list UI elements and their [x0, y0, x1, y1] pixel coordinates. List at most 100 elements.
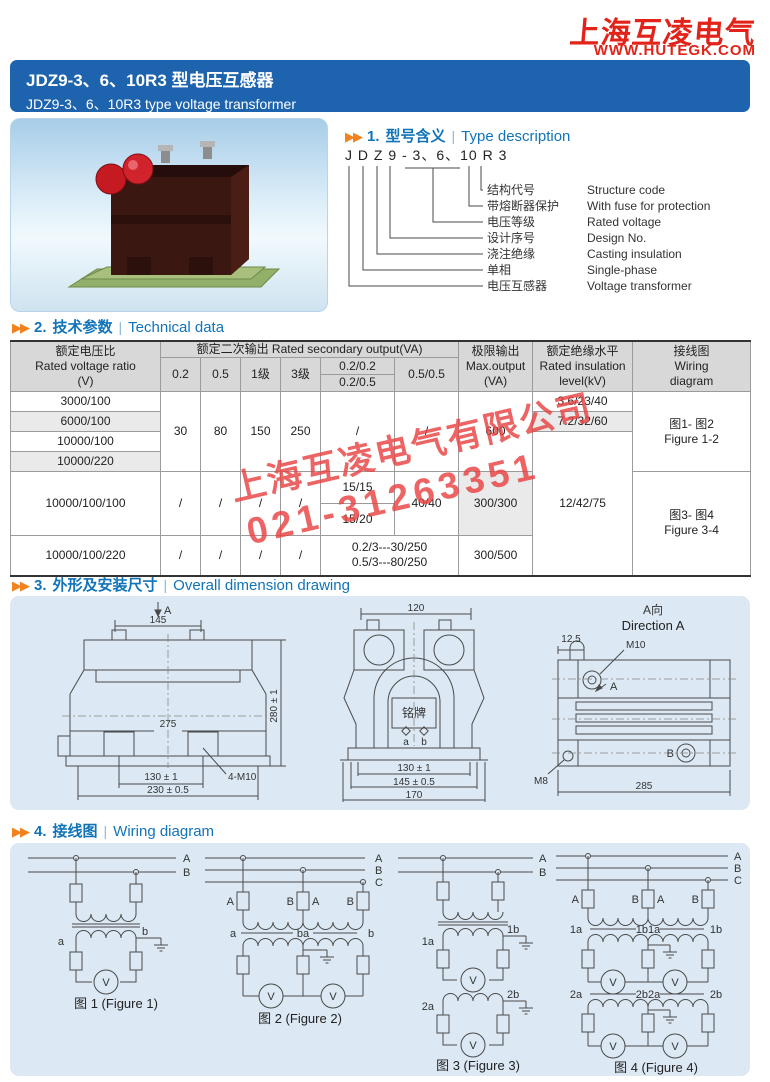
- fig1-bus-a: A: [183, 853, 191, 865]
- fig2-fuse-a2: A: [312, 896, 320, 908]
- section-arrows-icon: ▶▶: [12, 824, 30, 839]
- header-max-unit: (VA): [484, 374, 508, 388]
- col-header-insulation: 额定绝缘水平 Rated insulation level(kV): [532, 340, 634, 392]
- fig4-bus-a: A: [734, 851, 742, 863]
- voltmeter-label: V: [469, 975, 477, 987]
- technical-data-table: 额定电压比 Rated voltage ratio (V) 额定二次输出 Rat…: [10, 340, 752, 577]
- section-1-number: 1.: [367, 128, 380, 145]
- cell-slash: /: [200, 535, 241, 576]
- cell-ratio: 6000/100: [10, 411, 161, 432]
- website-link[interactable]: WWW.HUTEGK.COM: [593, 42, 756, 59]
- section-4-title-en: Wiring diagram: [113, 823, 215, 840]
- voltmeter-label: V: [671, 1041, 679, 1053]
- dim-145: 145 ± 0.5: [393, 777, 435, 788]
- fig4-terminal-1b: 1b: [710, 924, 722, 936]
- page-title-en: JDZ9-3、6、10R3 type voltage transformer: [26, 96, 296, 112]
- section-2-number: 2.: [34, 319, 47, 336]
- fig4-terminal-2a: 2a: [570, 989, 583, 1001]
- header-ratio-en: Rated voltage ratio: [35, 359, 136, 373]
- label-cn: 带熔断器保护: [487, 198, 559, 213]
- section-3-number: 3.: [34, 577, 47, 594]
- label-cn: 电压互感器: [487, 278, 547, 293]
- fig1-terminal-a: a: [58, 936, 65, 948]
- section-2-title-en: Technical data: [128, 319, 225, 336]
- wiring-ref-en: Figure 3-4: [664, 523, 719, 538]
- label-cn: 设计序号: [487, 230, 535, 245]
- cell-out-0.5: 80: [200, 391, 241, 472]
- side-view-lines: [340, 608, 488, 802]
- label-en: Rated voltage: [587, 215, 661, 229]
- subcol-0.5-0.5: 0.5/0.5: [393, 357, 460, 392]
- mixed-output-line1: 0.2/3---30/250: [351, 540, 428, 555]
- cell-out-3: 250: [280, 391, 321, 472]
- fig2-bus-a: A: [375, 853, 383, 865]
- fig4-fuse-b2: B: [692, 894, 699, 906]
- header-ins-cn: 额定绝缘水平: [546, 344, 619, 358]
- voltmeter-label: V: [267, 991, 275, 1003]
- fig4-terminal-2b2a: 2b2a: [636, 989, 661, 1001]
- voltmeter-label: V: [671, 977, 679, 989]
- fig3-lines: [398, 855, 533, 1058]
- dim-170: 170: [406, 790, 423, 801]
- fig2-fuse-b2: B: [347, 896, 354, 908]
- voltmeter-label: V: [102, 977, 110, 989]
- fig3-caption: 图 3 (Figure 3): [436, 1058, 520, 1073]
- section-arrows-icon: ▶▶: [345, 129, 363, 144]
- fig2-fuse-a: A: [227, 896, 235, 908]
- subcol-0.5: 0.5: [200, 357, 241, 392]
- section-2-title-cn: 技术参数: [52, 319, 113, 336]
- fig4-fuse-a2: A: [657, 894, 665, 906]
- wiring-ref-en: Figure 1-2: [664, 431, 719, 446]
- fig4-caption: 图 4 (Figure 4): [614, 1060, 698, 1075]
- transformer-illustration: [67, 141, 281, 288]
- model-labels: 结构代号 Structure code 带熔断器保护 With fuse for…: [487, 182, 710, 293]
- subcol-0.2: 0.2: [160, 357, 201, 392]
- voltmeter-label: V: [609, 977, 617, 989]
- section-3-heading: ▶▶ 3. 外形及安装尺寸 | Overall dimension drawin…: [12, 574, 350, 595]
- label-en: Single-phase: [587, 263, 657, 277]
- header-max-cn: 极限输出: [471, 344, 520, 358]
- heading-separator: |: [118, 319, 123, 335]
- dim-280: 280 ± 1: [269, 689, 280, 723]
- fig3-terminal-1b: 1b: [507, 924, 519, 936]
- nameplate-label: 铭牌: [402, 705, 426, 720]
- dim-130: 130 ± 1: [144, 772, 178, 783]
- header-ins-en: Rated insulation: [539, 359, 626, 373]
- label-cn: 浇注绝缘: [487, 246, 535, 261]
- subcol-split: 0.2/0.2 0.2/0.5: [320, 357, 395, 392]
- cell-40-40: 40/40: [393, 471, 460, 536]
- table-row: 10000/100/220 / / / / 0.2/3---30/250 0.5…: [10, 535, 751, 576]
- cell-wiring-ref: 图3- 图4 Figure 3-4: [632, 471, 752, 576]
- dim-120: 120: [408, 603, 425, 614]
- front-view-lines: [57, 602, 286, 800]
- fig4-bus-b: B: [734, 863, 741, 875]
- wiring-figure-2: A B C A B A B a ba b V V 图 2 (Figure 2): [205, 853, 383, 1026]
- cell-15-15: 15/15: [320, 471, 395, 504]
- label-cn: 结构代号: [487, 182, 535, 197]
- cell-insulation: 3.6/23/40: [532, 391, 634, 412]
- cell-slash: /: [240, 471, 281, 536]
- product-photo-panel: [10, 118, 328, 312]
- type-description-diagram: J D Z 9 - 3、6、10 R 3 结构代号 Structure code…: [345, 147, 710, 293]
- section-4-title-cn: 接线图: [52, 823, 98, 840]
- dim-12.5: 12.5: [561, 634, 581, 645]
- cell-max-output: 300/300: [458, 471, 534, 536]
- fig3-terminal-2b: 2b: [507, 989, 519, 1001]
- section-1-title-cn: 型号含义: [385, 128, 446, 145]
- voltmeter-label: V: [469, 1040, 477, 1052]
- cell-max-output: 600: [458, 391, 534, 472]
- wiring-figure-4: A B C A B A B 1a 1b1a 1b 2a 2b2a 2b V V …: [556, 851, 742, 1075]
- fig4-fuse-a: A: [572, 894, 580, 906]
- model-code: J D Z 9 - 3、6、10 R 3: [345, 147, 507, 163]
- wiring-ref-cn: 图1- 图2: [669, 416, 714, 431]
- fig4-terminal-1b1a: 1b1a: [636, 924, 661, 936]
- table-row: 3000/100 30 80 150 250 / / 600 3.6/23/40…: [10, 391, 752, 472]
- fig2-terminal-ba: ba: [297, 928, 310, 940]
- section-4-heading: ▶▶ 4. 接线图 | Wiring diagram: [12, 820, 214, 841]
- fig4-terminal-2b: 2b: [710, 989, 722, 1001]
- label-en: Voltage transformer: [587, 279, 692, 293]
- label-en: Design No.: [587, 231, 646, 245]
- cell-mixed-output: 0.2/3---30/250 0.5/3---80/250: [319, 535, 460, 576]
- callout-4-M10: 4-M10: [228, 772, 257, 783]
